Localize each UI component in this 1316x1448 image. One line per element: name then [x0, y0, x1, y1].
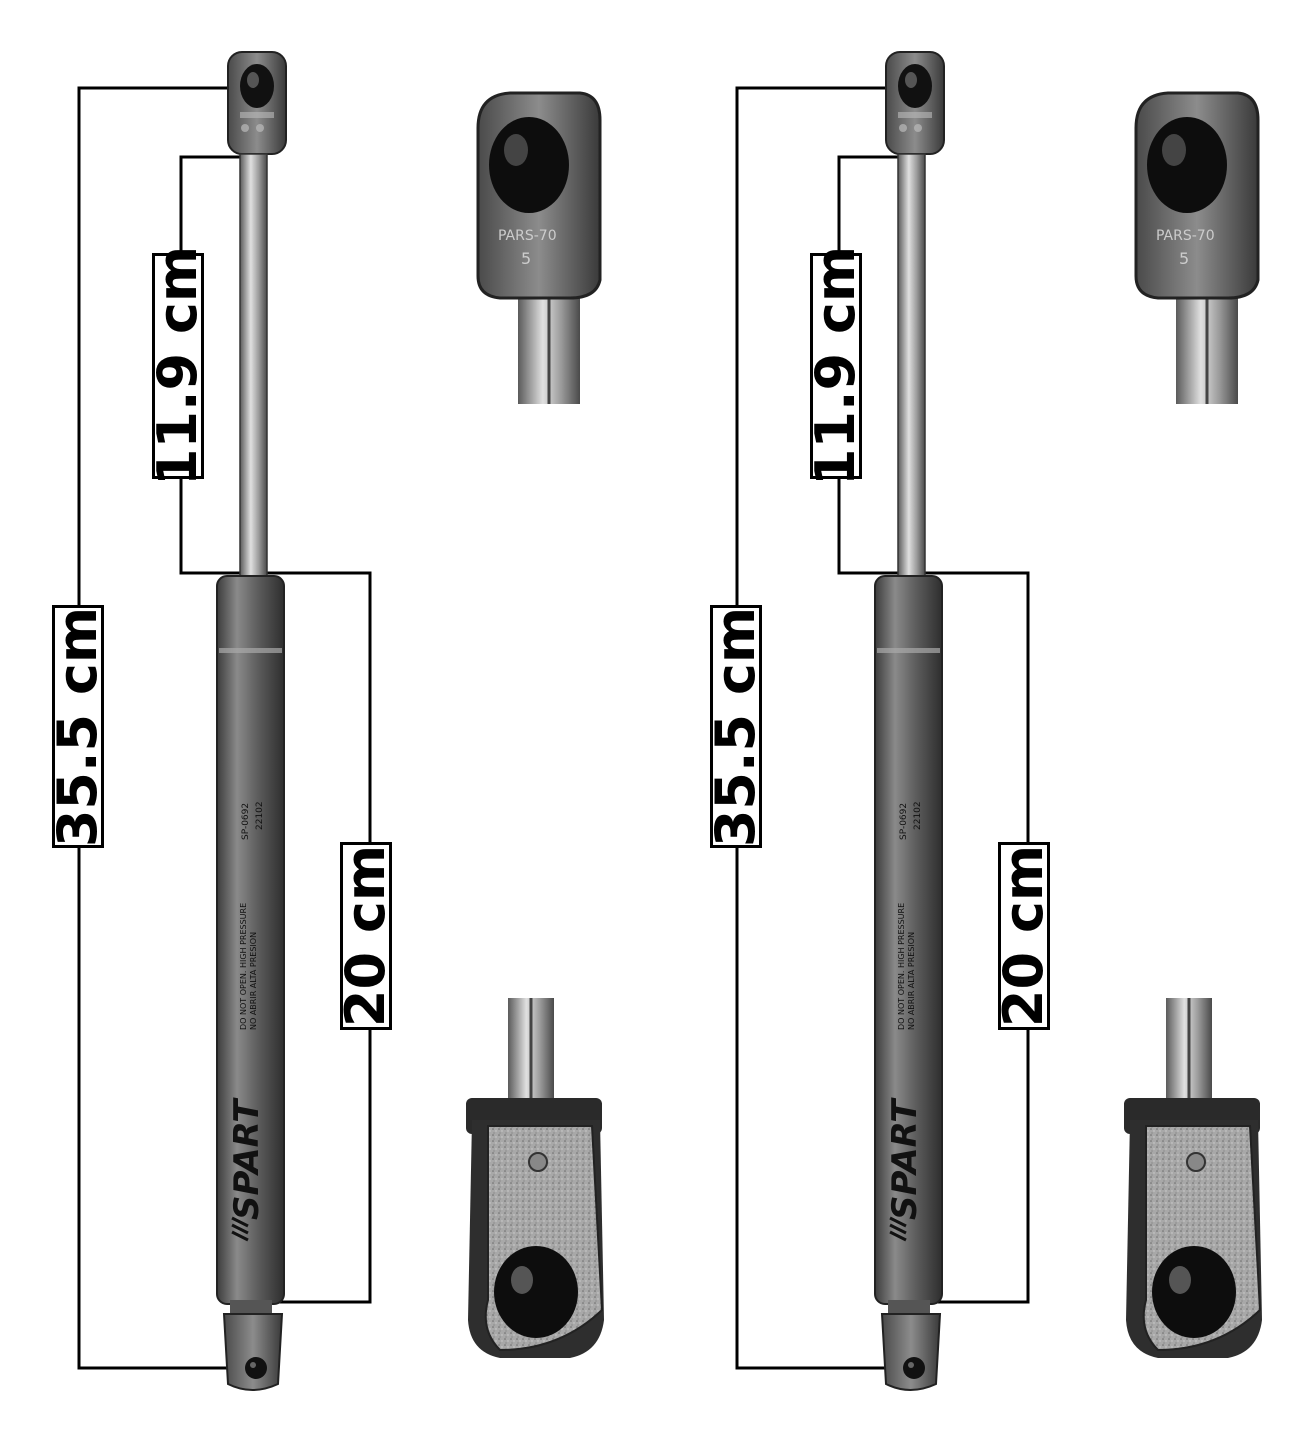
bottom-end-fitting	[880, 1300, 942, 1391]
fitting-number: 5	[1179, 249, 1189, 268]
piston-rod	[239, 153, 268, 580]
spart-logo-icon	[889, 1216, 907, 1242]
ball-socket-icon: PARS-70 5	[1134, 91, 1260, 404]
fitting-marking: PARS-70	[1156, 228, 1215, 244]
piston-rod	[897, 153, 926, 580]
warning-text-2: NO ABRIR ALTA PRESION	[249, 932, 258, 1030]
part-number: SP-0692	[899, 803, 909, 840]
top-end-fitting	[227, 51, 287, 155]
spart-logo: SPART	[885, 1097, 925, 1220]
gas-strut-panel-right: SPART SP-0692 22102 DO NOT OPEN. HIGH PR…	[658, 0, 1316, 1448]
top-end-fitting	[885, 51, 945, 155]
body-length-label: 20 cm	[992, 842, 1055, 1030]
ball-socket-icon: PARS-70 5	[476, 91, 602, 404]
date-code: 22102	[255, 801, 265, 830]
spart-logo-icon	[231, 1216, 249, 1242]
gas-strut-diagram: SPART SP-0692 22102 DO NOT OPEN. HIGH PR…	[77, 51, 604, 1391]
warning-text-2: NO ABRIR ALTA PRESION	[907, 932, 916, 1030]
cylinder-body: SPART SP-0692 22102 DO NOT OPEN. HIGH PR…	[874, 575, 943, 1305]
eye-bracket-icon	[466, 998, 604, 1358]
spart-logo: SPART	[227, 1097, 267, 1220]
part-number: SP-0692	[241, 803, 251, 840]
gas-strut-panel-left: SPART SP-0692 22102 DO NOT OPEN. HIGH PR…	[46, 51, 604, 1391]
gas-strut-diagram: SPART SP-0692 22102 DO NOT OPEN. HIGH PR…	[735, 51, 1262, 1391]
body-length-label: 20 cm	[334, 842, 397, 1030]
warning-text-1: DO NOT OPEN. HIGH PRESSURE	[239, 903, 248, 1030]
fitting-number: 5	[521, 249, 531, 268]
total-length-label: 35.5 cm	[704, 605, 767, 848]
bottom-end-fitting	[222, 1300, 284, 1391]
rod-length-label: 11.9 cm	[804, 245, 867, 487]
date-code: 22102	[913, 801, 923, 830]
fitting-marking: PARS-70	[498, 228, 557, 244]
warning-text-1: DO NOT OPEN. HIGH PRESSURE	[897, 903, 906, 1030]
cylinder-body: SPART SP-0692 22102 DO NOT OPEN. HIGH PR…	[216, 575, 285, 1305]
eye-bracket-icon	[1124, 998, 1262, 1358]
total-length-label: 35.5 cm	[46, 605, 109, 848]
rod-length-label: 11.9 cm	[146, 245, 209, 487]
